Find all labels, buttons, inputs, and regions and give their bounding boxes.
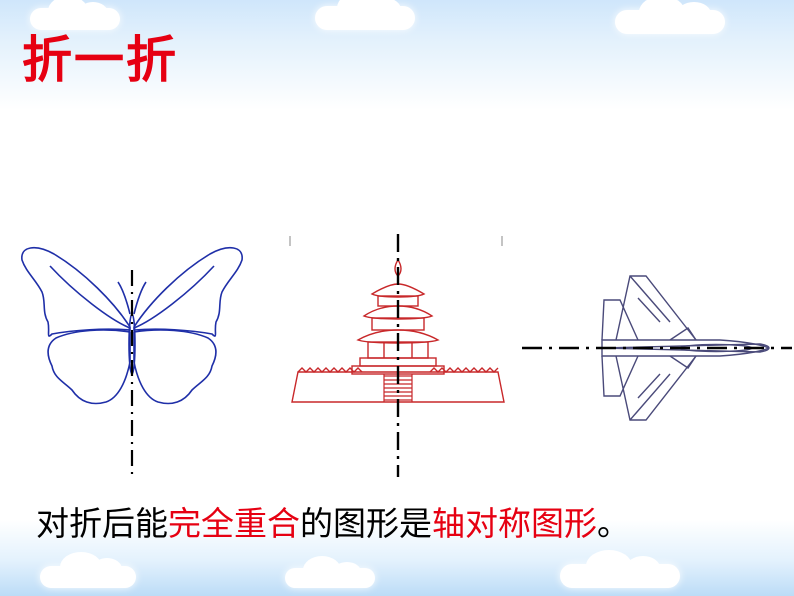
cloud-decoration xyxy=(560,550,680,588)
caption-text: 的图形是 xyxy=(300,504,432,543)
caption-highlight: 轴对称图形 xyxy=(432,504,597,543)
slide-title: 折一折 xyxy=(22,31,178,89)
caption-text: 。 xyxy=(597,504,630,543)
caption-text: 对折后能 xyxy=(36,504,168,543)
cloud-decoration xyxy=(285,556,375,588)
cloud-decoration xyxy=(30,0,120,30)
cloud-decoration xyxy=(615,0,725,34)
airplane-figure xyxy=(522,275,792,421)
cloud-decoration xyxy=(315,0,415,30)
definition-caption: 对折后能完全重合的图形是轴对称图形。 xyxy=(36,500,776,548)
cloud-decoration xyxy=(40,552,136,588)
caption-highlight: 完全重合 xyxy=(168,504,300,543)
butterfly-figure xyxy=(21,247,243,477)
temple-figure xyxy=(289,234,505,477)
